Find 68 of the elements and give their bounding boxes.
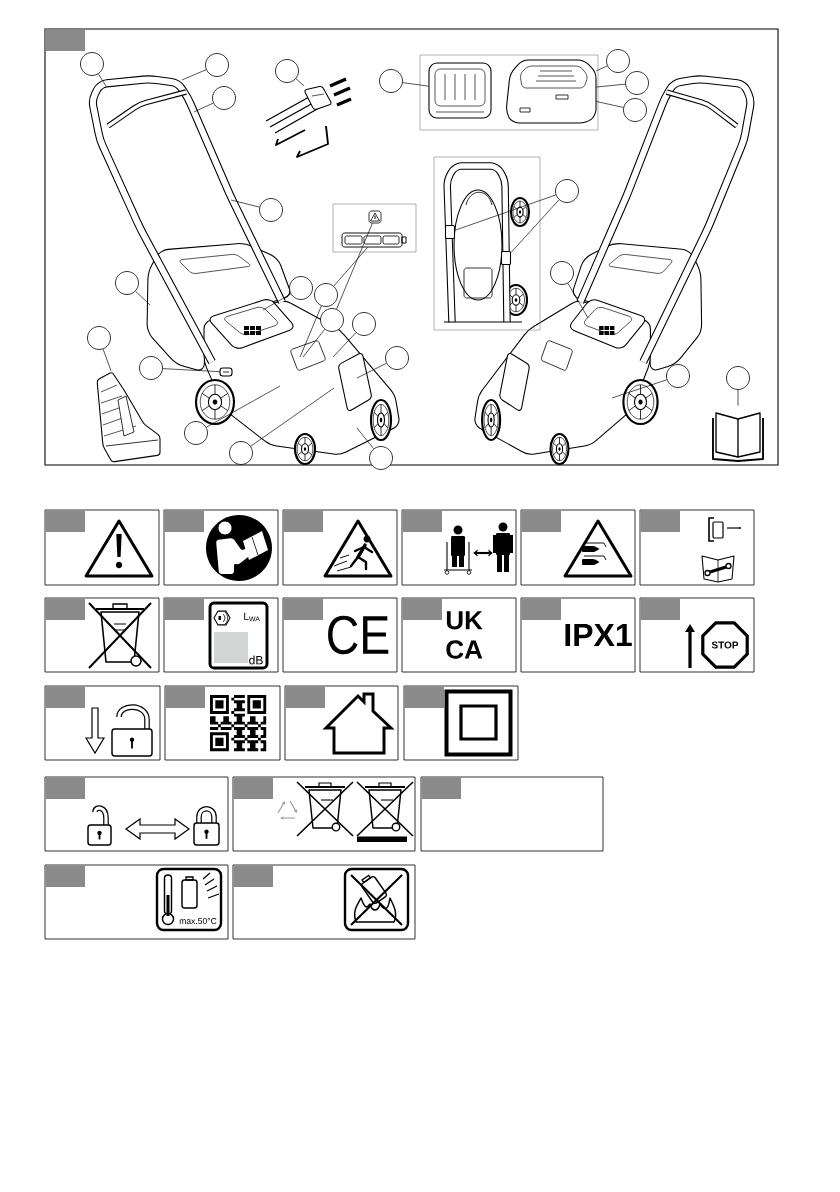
warning-icon bbox=[368, 210, 382, 224]
callout-circle bbox=[623, 98, 647, 122]
leader-line bbox=[567, 282, 589, 319]
battery-gauge-icon bbox=[341, 232, 407, 248]
leader-line bbox=[510, 199, 560, 253]
leader-line bbox=[454, 194, 557, 231]
callout-circle bbox=[80, 52, 104, 76]
leader-line bbox=[181, 69, 207, 81]
leader-line bbox=[299, 305, 322, 358]
callout-circle bbox=[379, 69, 403, 93]
leader-line bbox=[206, 385, 281, 428]
callout-circle bbox=[212, 86, 236, 110]
callout-circle bbox=[726, 366, 750, 390]
callout-circle bbox=[275, 59, 299, 83]
battery-pack-drawing bbox=[428, 62, 492, 119]
ce-mark: CE bbox=[328, 615, 389, 655]
callout-circle bbox=[87, 326, 111, 350]
charger-drawing bbox=[506, 59, 597, 124]
ukca-mark: UK CA bbox=[446, 611, 483, 659]
callout-circle bbox=[625, 71, 649, 95]
stop-sign: STOP bbox=[701, 621, 749, 669]
leader-line bbox=[336, 222, 373, 310]
manual-book-icon bbox=[712, 412, 764, 462]
callout-circle bbox=[555, 179, 579, 203]
leader-line bbox=[595, 83, 626, 88]
level-symbol: L$_{WA}$ bbox=[244, 612, 260, 622]
leader-line bbox=[332, 332, 357, 358]
callout-circle bbox=[289, 276, 313, 300]
leader-line bbox=[98, 73, 107, 87]
callout-circle bbox=[385, 346, 409, 370]
callout-circle bbox=[314, 283, 338, 307]
callout-circle bbox=[666, 364, 690, 388]
height-lever bbox=[219, 367, 233, 377]
callout-circle bbox=[352, 312, 376, 336]
handle-clamp bbox=[444, 224, 456, 240]
callout-circle bbox=[205, 53, 229, 77]
callout-circle bbox=[139, 356, 163, 380]
leader-line bbox=[193, 102, 214, 113]
leader-line bbox=[595, 101, 624, 108]
leader-line bbox=[102, 348, 112, 372]
leader-line bbox=[302, 329, 325, 358]
callout-circle bbox=[606, 49, 630, 73]
leader-line bbox=[356, 363, 387, 379]
leader-line bbox=[230, 199, 260, 208]
handle-clamp bbox=[500, 250, 512, 266]
callout-circle bbox=[229, 441, 253, 465]
leader-line bbox=[611, 379, 668, 399]
leader-line bbox=[135, 290, 151, 306]
unit-label: dB bbox=[249, 655, 263, 665]
leader-line bbox=[402, 82, 430, 87]
callout-circle bbox=[550, 261, 574, 285]
callout-circle bbox=[184, 421, 208, 445]
callout-circle bbox=[259, 198, 283, 222]
leader-line bbox=[162, 368, 221, 372]
mounting-bracket bbox=[304, 85, 332, 110]
leader-line bbox=[295, 78, 305, 87]
callout-circle bbox=[320, 308, 344, 332]
callout-circle bbox=[115, 271, 139, 295]
leader-line bbox=[333, 246, 368, 287]
leader-line bbox=[595, 65, 608, 72]
temperature-text: max.50°C bbox=[179, 918, 217, 925]
leader-line bbox=[737, 389, 739, 407]
ip-rating-mark: IPX1 bbox=[565, 624, 632, 646]
leader-line bbox=[356, 427, 374, 450]
mulching-insert-drawing bbox=[96, 372, 161, 463]
leader-line bbox=[250, 387, 335, 447]
callout-circle bbox=[369, 446, 393, 470]
leader-line bbox=[262, 293, 292, 311]
